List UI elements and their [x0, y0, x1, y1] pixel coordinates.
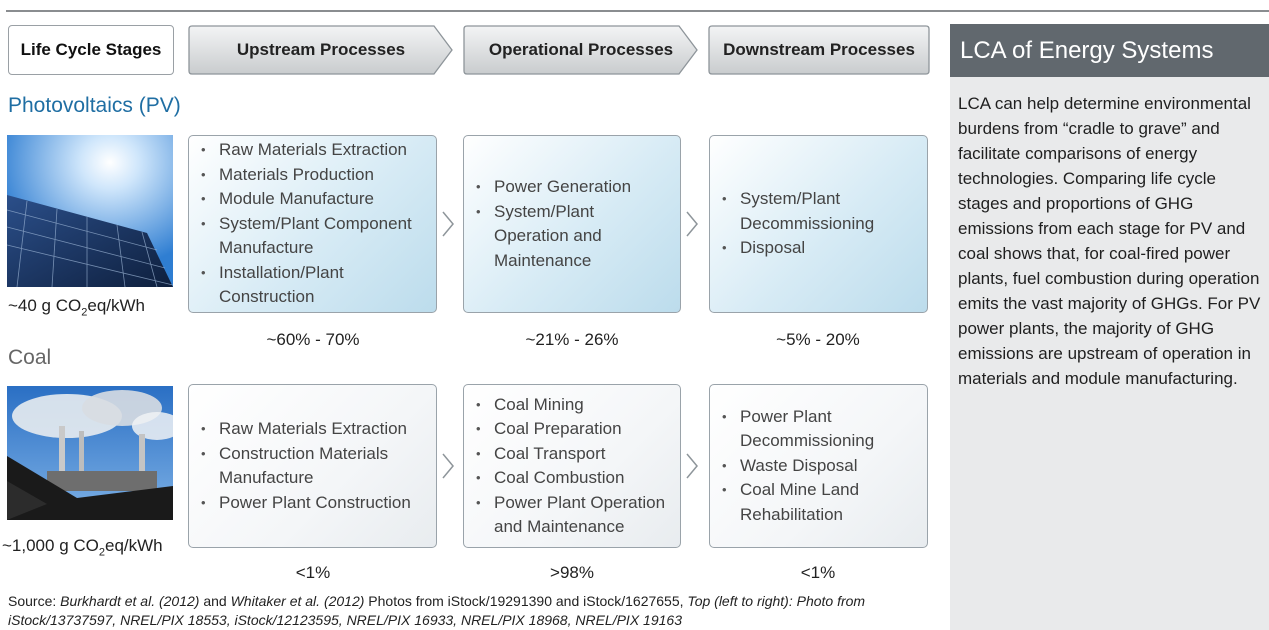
chevron-right-icon	[442, 453, 454, 479]
list-item: Coal Mine Land Rehabilitation	[722, 478, 919, 527]
pv-operational-box: Power Generation System/Plant Operation …	[463, 135, 681, 313]
coal-downstream-percentage: <1%	[800, 563, 836, 582]
pv-emissions-value: ~40 g CO2eq/kWh	[8, 296, 146, 319]
list-item: Power Plant Operation and Maintenance	[476, 491, 672, 540]
list-item: Power Generation	[476, 175, 672, 200]
operational-header-label: Operational Processes	[488, 40, 674, 59]
list-item: Waste Disposal	[722, 454, 919, 479]
list-item: Coal Combustion	[476, 466, 672, 491]
coal-section-title: Coal	[8, 346, 52, 369]
coal-operational-list: Coal Mining Coal Preparation Coal Transp…	[476, 393, 672, 540]
chevron-arrow-shape	[463, 25, 698, 75]
list-item: Power Plant Decommissioning	[722, 405, 919, 454]
list-item: Installation/Plant Construction	[201, 261, 428, 310]
list-item: System/Plant Operation and Maintenance	[476, 200, 672, 274]
pv-upstream-list: Raw Materials Extraction Materials Produ…	[201, 138, 428, 310]
list-item: Coal Mining	[476, 393, 672, 418]
sidebar-panel	[950, 24, 1269, 630]
life-cycle-stages-label: Life Cycle Stages	[8, 25, 174, 75]
pv-operational-percentage: ~21% - 26%	[525, 330, 619, 349]
coal-upstream-box: Raw Materials Extraction Construction Ma…	[188, 384, 437, 548]
coal-operational-percentage: >98%	[550, 563, 594, 582]
sidebar-title: LCA of Energy Systems	[950, 24, 1269, 77]
coal-downstream-box: Power Plant Decommissioning Waste Dispos…	[709, 384, 928, 548]
downstream-header-label: Downstream Processes	[723, 40, 915, 59]
list-item: Coal Transport	[476, 442, 672, 467]
coal-downstream-list: Power Plant Decommissioning Waste Dispos…	[722, 405, 919, 528]
list-item: System/Plant Component Manufacture	[201, 212, 428, 261]
top-rule	[6, 10, 1269, 12]
list-item: Construction Materials Manufacture	[201, 442, 428, 491]
list-item: Raw Materials Extraction	[201, 138, 428, 163]
coal-upstream-percentage: <1%	[295, 563, 331, 582]
pv-downstream-list: System/Plant Decommissioning Disposal	[722, 187, 919, 261]
chevron-arrow-shape	[188, 25, 453, 75]
pv-downstream-percentage: ~5% - 20%	[776, 330, 860, 349]
upstream-processes-header: Upstream Processes	[188, 25, 454, 75]
pv-upstream-box: Raw Materials Extraction Materials Produ…	[188, 135, 437, 313]
pv-operational-list: Power Generation System/Plant Operation …	[476, 175, 672, 273]
list-item: Coal Preparation	[476, 417, 672, 442]
upstream-header-label: Upstream Processes	[236, 40, 406, 59]
list-item: Raw Materials Extraction	[201, 417, 428, 442]
operational-processes-header: Operational Processes	[463, 25, 699, 75]
header-box-shape	[708, 25, 930, 75]
coal-plant-photo	[7, 386, 173, 520]
pv-downstream-box: System/Plant Decommissioning Disposal	[709, 135, 928, 313]
chevron-right-icon	[686, 211, 698, 237]
solar-panel-photo	[7, 135, 173, 287]
list-item: Materials Production	[201, 163, 428, 188]
coal-operational-box: Coal Mining Coal Preparation Coal Transp…	[463, 384, 681, 548]
coal-emissions-value: ~1,000 g CO2eq/kWh	[2, 536, 163, 559]
list-item: Disposal	[722, 236, 919, 261]
list-item: Power Plant Construction	[201, 491, 428, 516]
list-item: Module Manufacture	[201, 187, 428, 212]
coal-upstream-list: Raw Materials Extraction Construction Ma…	[201, 417, 428, 515]
pv-section-title: Photovoltaics (PV)	[8, 94, 181, 117]
chevron-right-icon	[686, 453, 698, 479]
source-citation: Source: Burkhardt et al. (2012) and Whit…	[8, 593, 866, 628]
list-item: System/Plant Decommissioning	[722, 187, 919, 236]
sidebar-body-text: LCA can help determine environmental bur…	[958, 94, 1261, 388]
chevron-right-icon	[442, 211, 454, 237]
downstream-processes-header: Downstream Processes	[708, 25, 930, 75]
pv-upstream-percentage: ~60% - 70%	[266, 330, 360, 349]
